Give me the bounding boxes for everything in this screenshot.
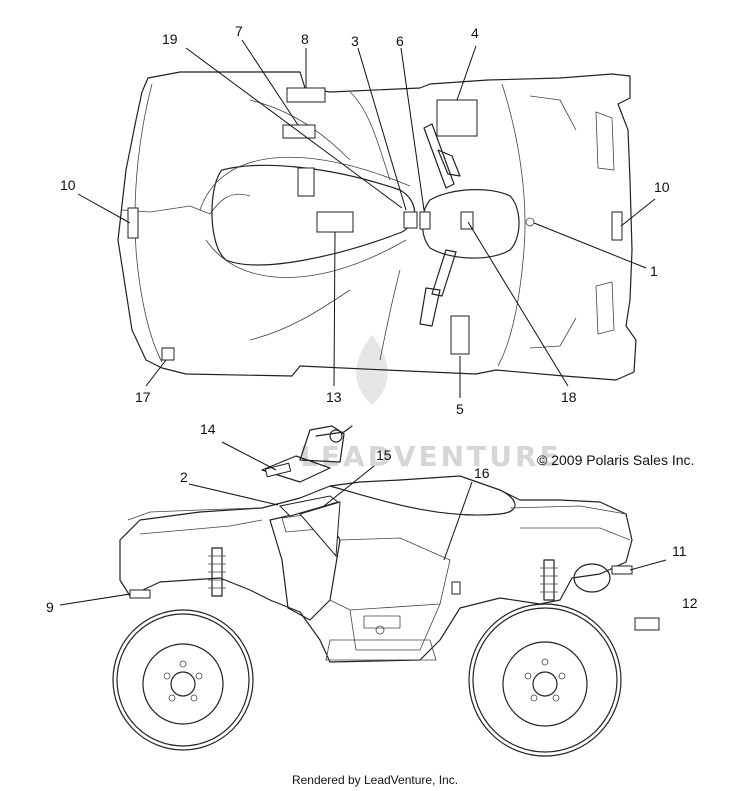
side-view-decals — [129, 462, 660, 631]
callouts: 1 2 3 4 5 6 7 8 9 10 10 11 12 13 14 15 1… — [46, 23, 698, 615]
leadventure-watermark: LEADVENTURE — [300, 335, 562, 473]
render-credit: Rendered by LeadVenture, Inc. — [291, 773, 459, 787]
decal-4 — [436, 99, 478, 137]
callout-5: 5 — [456, 401, 464, 417]
callout-14: 14 — [200, 421, 216, 437]
callout-13: 13 — [326, 389, 342, 405]
decal-16 — [451, 581, 461, 595]
decal-2 — [278, 495, 340, 517]
callout-12: 12 — [682, 595, 698, 611]
callout-16: 16 — [474, 465, 490, 481]
callout-3: 3 — [351, 33, 359, 49]
decal-10-front — [611, 211, 623, 241]
callout-6: 6 — [396, 33, 404, 49]
callout-15: 15 — [376, 447, 392, 463]
decal-15 — [299, 501, 341, 558]
decal-11 — [611, 565, 633, 575]
callout-9: 9 — [46, 599, 54, 615]
callout-10-front: 10 — [654, 179, 670, 195]
decal-17 — [161, 347, 175, 361]
callout-4: 4 — [471, 25, 479, 41]
callout-11: 11 — [672, 543, 687, 559]
leader-lines — [59, 39, 667, 606]
callout-19: 19 — [162, 31, 178, 47]
decal-14 — [264, 462, 292, 478]
callout-7: 7 — [235, 23, 243, 39]
callout-10-rear: 10 — [60, 177, 76, 193]
callout-1: 1 — [650, 263, 658, 279]
decal-13 — [316, 211, 354, 233]
decal-12 — [634, 617, 660, 631]
decal-8 — [286, 87, 326, 103]
decal-19 — [297, 167, 315, 197]
atv-side-view — [112, 425, 633, 757]
callout-8: 8 — [301, 31, 309, 47]
decal-9 — [129, 589, 151, 599]
callout-18: 18 — [561, 389, 577, 405]
watermark-text: LEADVENTURE — [300, 440, 562, 473]
decal-10-rear — [127, 207, 139, 239]
atv-top-view — [117, 71, 637, 381]
callout-2: 2 — [180, 469, 188, 485]
top-view-decals — [127, 87, 623, 361]
decal-6 — [419, 211, 431, 230]
decal-5 — [450, 315, 470, 355]
copyright-notice: © 2009 Polaris Sales Inc. — [537, 452, 695, 468]
callout-17: 17 — [135, 389, 151, 405]
watermark-flame-icon — [356, 335, 388, 405]
decal-3 — [403, 211, 418, 229]
